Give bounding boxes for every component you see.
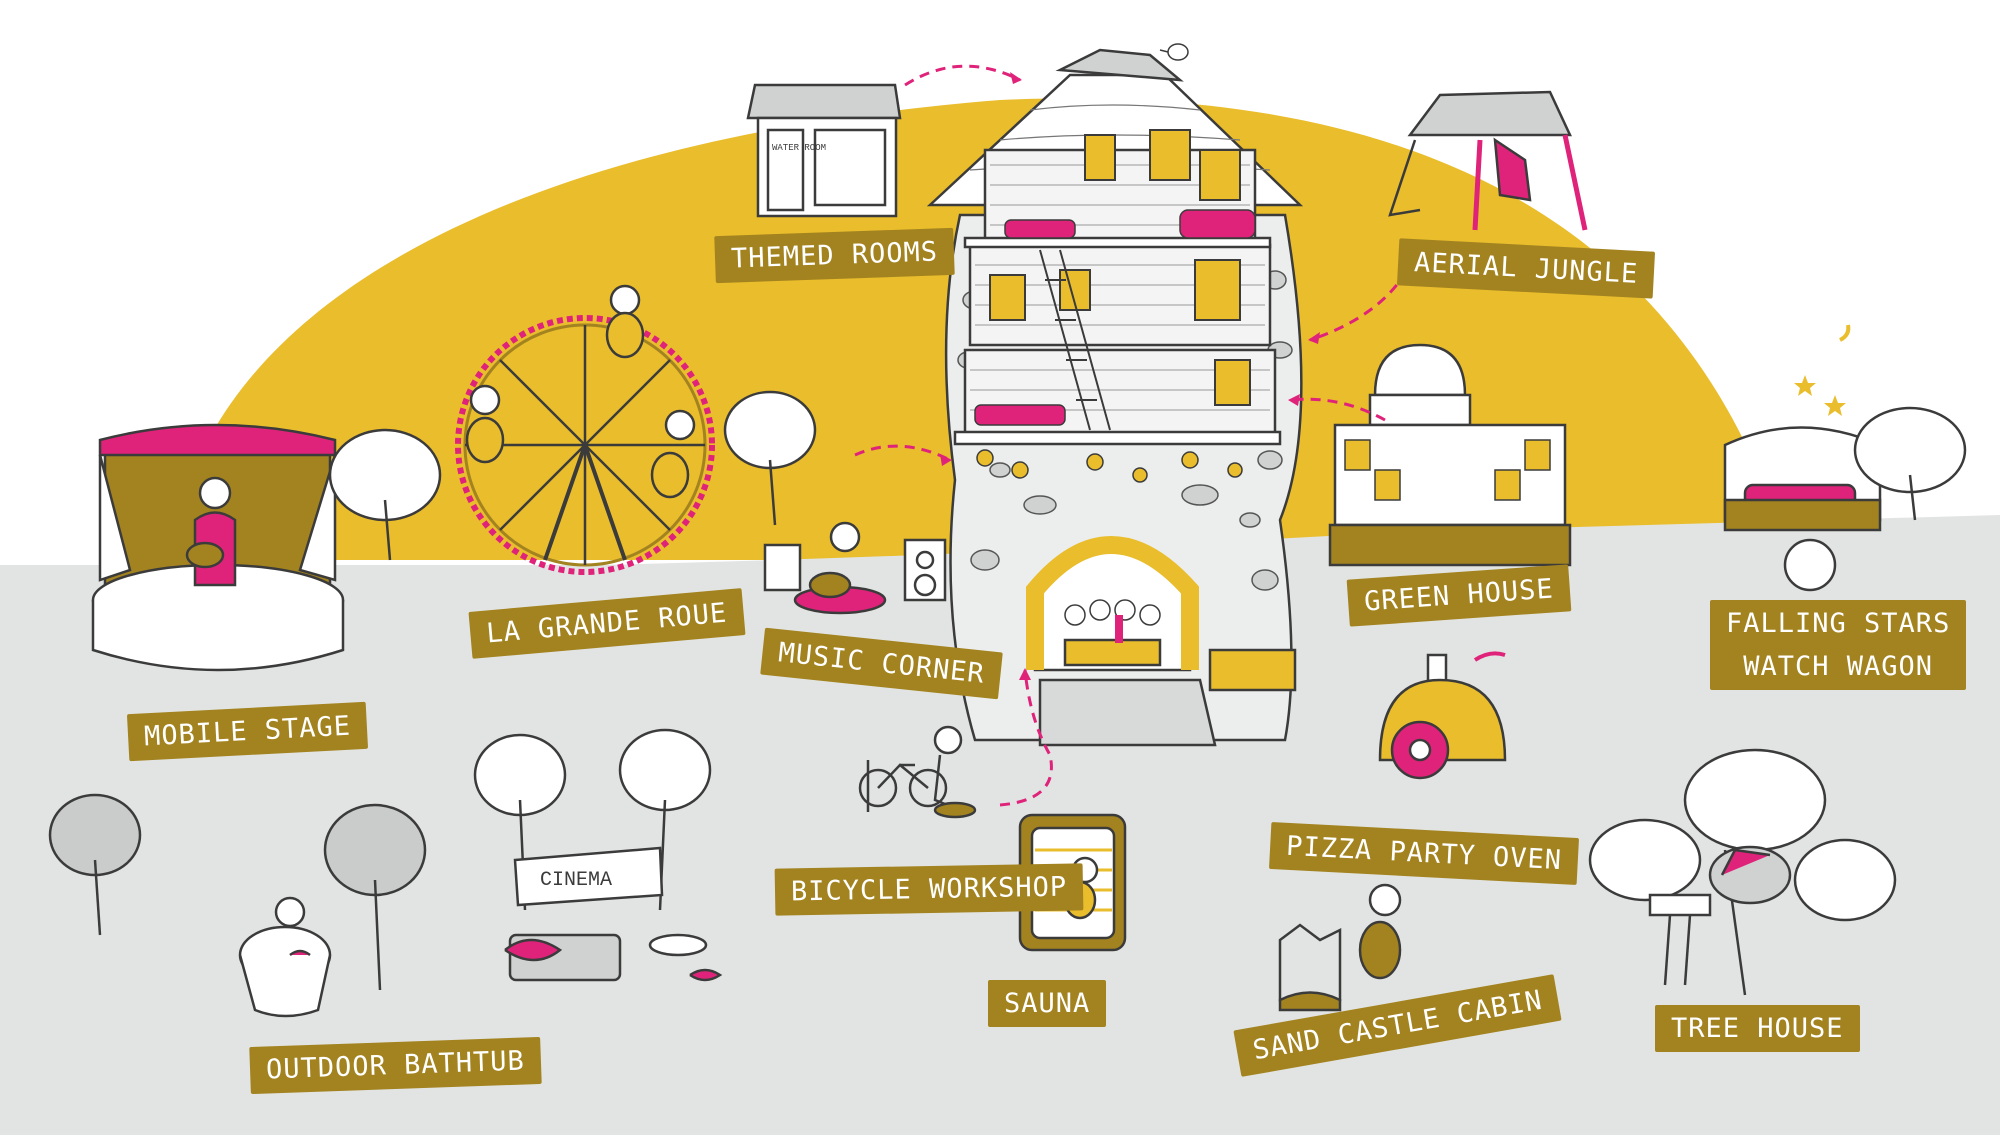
sand-castle-drawing xyxy=(1278,883,1402,1012)
trees xyxy=(48,390,1967,996)
tree-house-drawing xyxy=(1648,845,1792,986)
dashed-arrows xyxy=(854,64,1422,807)
arrow-heads xyxy=(940,72,1320,680)
label-themed-rooms: THEMED ROOMS xyxy=(714,227,955,284)
pizza-oven-drawing xyxy=(1378,651,1507,780)
aerial-jungle-drawing xyxy=(1388,90,1588,231)
star-icons xyxy=(1794,375,1846,416)
bicycle-workshop-drawing xyxy=(858,725,977,819)
music-corner-drawing xyxy=(763,521,947,615)
central-house xyxy=(926,48,1304,747)
watch-wagon-drawing xyxy=(1723,324,1882,592)
cinema-screen-text: CINEMA xyxy=(540,869,612,892)
bird xyxy=(1159,43,1189,61)
themed-rooms-drawing: WATER ROOM xyxy=(746,83,902,218)
water-room-sign: WATER ROOM xyxy=(772,143,826,153)
label-tree-house: TREE HOUSE xyxy=(1655,1005,1860,1053)
outdoor-bathtub-drawing xyxy=(238,896,332,1018)
ferris-wheel-drawing xyxy=(455,284,715,575)
ground xyxy=(0,515,2000,1135)
label-bicycle-workshop: BICYCLE WORKSHOP xyxy=(774,863,1084,916)
label-falling-stars-line2: WATCH WAGON xyxy=(1743,651,1934,683)
label-sauna: SAUNA xyxy=(988,980,1107,1028)
mobile-stage-drawing xyxy=(91,423,345,672)
cinema-drawing: CINEMA xyxy=(504,846,723,982)
green-house-drawing xyxy=(1328,343,1572,567)
label-falling-stars-line1: FALLING STARS xyxy=(1726,608,1951,639)
label-falling-stars-watch-wagon: FALLING STARS WATCH WAGON xyxy=(1710,600,1967,691)
